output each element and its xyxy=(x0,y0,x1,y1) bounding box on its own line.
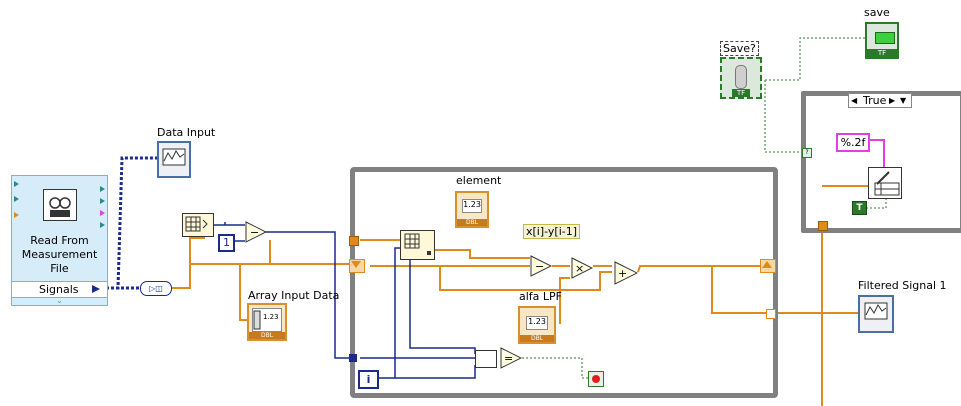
alfa-lpf-type: DBL xyxy=(520,335,554,342)
array-input-data-label: Array Input Data xyxy=(248,289,340,302)
add-symbol: + xyxy=(618,267,627,280)
save-indicator-led-icon xyxy=(875,32,895,44)
formula-comment: x[i]-y[i-1] xyxy=(523,224,581,239)
express-vi-title: Read From Measurement File xyxy=(12,234,107,276)
filtered-signal-label: Filtered Signal 1 xyxy=(858,279,947,292)
shift-register-right-arrow-icon xyxy=(762,261,772,268)
toggle-switch-icon xyxy=(735,65,747,89)
loop-tunnel-output[interactable] xyxy=(766,309,776,319)
boolean-wires[interactable] xyxy=(522,37,887,379)
filtered-signal-graph[interactable] xyxy=(858,295,894,333)
dynamic-data-wire[interactable] xyxy=(106,156,158,290)
save-indicator-type: TF xyxy=(867,49,897,57)
while-loop-frame[interactable] xyxy=(350,167,778,398)
string-wire[interactable] xyxy=(864,139,885,168)
case-value: True xyxy=(863,94,887,107)
integer-wires[interactable] xyxy=(210,222,476,379)
case-selector[interactable]: ◀ True ▶ ▼ xyxy=(848,93,912,108)
case-selector-terminal[interactable]: ? xyxy=(802,148,812,158)
save-control[interactable]: TF xyxy=(720,57,762,99)
waveform-graph-icon xyxy=(162,148,186,166)
multiply-symbol: × xyxy=(575,262,584,275)
subtract-element-icon[interactable]: − xyxy=(530,255,552,277)
alfa-lpf-label: alfa LPF xyxy=(519,290,562,303)
shift-register-left-arrow-icon xyxy=(351,261,361,268)
save-indicator[interactable]: TF xyxy=(865,22,899,59)
subtract-node-icon[interactable]: − xyxy=(245,221,267,243)
alfa-lpf-value[interactable]: 1.23 xyxy=(526,316,548,330)
array-index-icon: 1.23 xyxy=(252,308,282,332)
signals-output[interactable]: Signals xyxy=(12,281,107,298)
element-indicator[interactable]: 1.23 DBL xyxy=(455,191,489,228)
double-wires[interactable] xyxy=(170,185,870,406)
index-array-node[interactable] xyxy=(400,230,435,260)
element-label: element xyxy=(456,174,502,187)
signals-output-label: Signals xyxy=(39,283,79,296)
true-constant-text: T xyxy=(856,203,863,213)
case-structure-frame[interactable] xyxy=(801,91,961,233)
index-array-icon xyxy=(404,233,431,255)
save-indicator-label: save xyxy=(864,6,890,19)
case-tunnel-signal[interactable] xyxy=(818,221,828,231)
loop-tunnel-input-array[interactable] xyxy=(349,236,359,246)
waveform-graph-icon xyxy=(864,302,888,320)
const-one-text: 1 xyxy=(223,236,230,249)
true-constant[interactable]: T xyxy=(852,201,867,215)
read-from-measurement-file-vi[interactable]: Read From Measurement File Signals ⌄ xyxy=(11,175,108,306)
iteration-terminal-label: i xyxy=(366,373,371,386)
express-vi-terminals-icon xyxy=(14,181,105,228)
case-prev-icon[interactable]: ◀ xyxy=(851,96,858,105)
array-input-data-indicator[interactable]: 1.23 DBL xyxy=(247,303,287,341)
express-vi-title-line2: Measurement xyxy=(21,248,98,261)
add-node-icon[interactable]: + xyxy=(614,261,638,285)
equal-node-icon[interactable]: = xyxy=(500,347,522,369)
element-display: 1.23 xyxy=(462,199,482,213)
array-input-data-display: 1.23 xyxy=(263,313,279,321)
measurement-file-icon xyxy=(43,189,77,221)
format-string-constant[interactable]: %.2f xyxy=(836,133,870,152)
count-compare-input xyxy=(475,350,497,368)
array-input-data-type: DBL xyxy=(249,332,285,339)
case-next-icon[interactable]: ▶ xyxy=(889,96,896,105)
expand-chevron-icon[interactable]: ⌄ xyxy=(56,296,63,305)
express-vi-title-line1: Read From xyxy=(30,234,89,247)
const-one[interactable]: 1 xyxy=(218,234,235,252)
format-string-text: %.2f xyxy=(840,136,866,149)
spreadsheet-pen-icon xyxy=(874,171,900,196)
alfa-lpf-control[interactable]: 1.23 DBL xyxy=(518,306,556,344)
from-dynamic-data-converter[interactable]: ▷◫ xyxy=(140,281,172,296)
array-size-icon[interactable] xyxy=(182,213,214,237)
subtract-element-symbol: − xyxy=(535,260,544,273)
output-arrow-icon xyxy=(92,285,100,293)
subtract-symbol: − xyxy=(250,226,259,239)
case-dropdown-icon[interactable]: ▼ xyxy=(900,96,907,105)
equal-symbol: = xyxy=(504,352,513,365)
data-input-label: Data Input xyxy=(157,126,216,139)
write-to-spreadsheet-icon[interactable] xyxy=(868,167,902,199)
element-type: DBL xyxy=(457,219,487,226)
save-control-type: TF xyxy=(732,89,750,97)
iteration-terminal[interactable]: i xyxy=(358,370,379,389)
data-input-graph[interactable] xyxy=(157,141,191,178)
multiply-node-icon[interactable]: × xyxy=(571,257,593,279)
save-control-label: Save? xyxy=(720,41,759,56)
loop-tunnel-input-count[interactable] xyxy=(349,354,357,362)
loop-condition-stop-icon[interactable] xyxy=(588,371,604,387)
express-vi-title-line3: File xyxy=(50,262,69,275)
